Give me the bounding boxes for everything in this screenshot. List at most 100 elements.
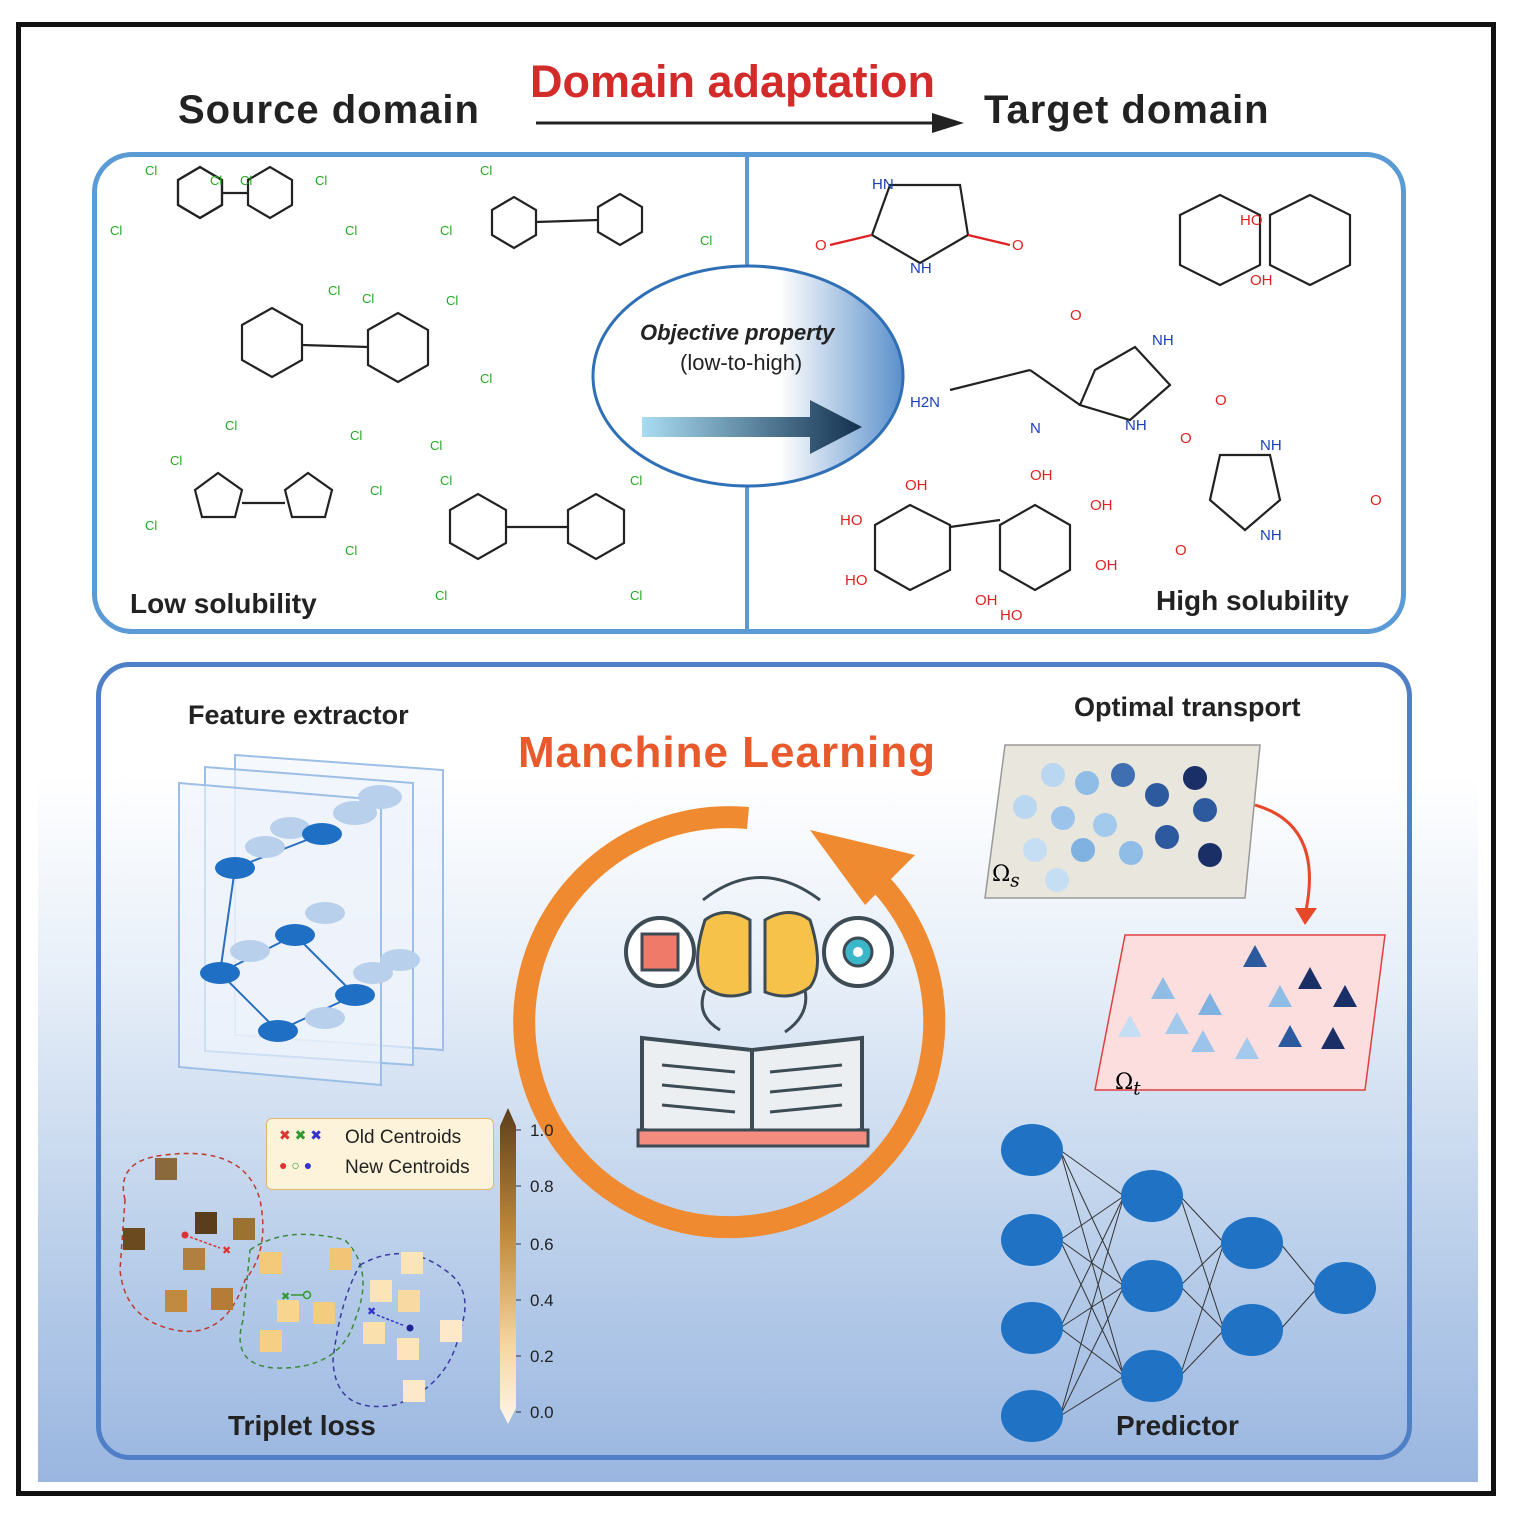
centroid-legend: ✖ ✖ ✖ Old Centroids ● ○ ● New Centroids xyxy=(266,1118,494,1190)
cl-atom: Cl xyxy=(370,483,382,498)
high-solubility-label: High solubility xyxy=(1156,585,1349,616)
atom-nh: NH xyxy=(1260,527,1282,544)
atom-hn: HN xyxy=(872,176,894,193)
atom-o: O xyxy=(1175,542,1187,559)
network-edge xyxy=(1059,1195,1125,1417)
feature-extractor-graphic xyxy=(178,753,444,1087)
colorbar-tick: 0.4 xyxy=(530,1291,554,1310)
atom-o: O xyxy=(815,237,827,254)
atom-ho: HO xyxy=(1240,212,1263,229)
network-edge xyxy=(1279,1287,1318,1331)
triplet-loss-label: Triplet loss xyxy=(228,1410,376,1441)
atom-nh: NH xyxy=(1152,332,1174,349)
svg-text:✖: ✖ xyxy=(367,1306,376,1318)
colorbar-tick: 0.2 xyxy=(530,1347,554,1366)
low-solubility-label: Low solubility xyxy=(130,588,317,619)
network-edge xyxy=(1179,1195,1225,1244)
svg-text:✖: ✖ xyxy=(222,1245,231,1257)
network-node xyxy=(1121,1260,1183,1312)
brain-right-icon xyxy=(763,911,819,998)
machine-learning-title: Manchine Learning xyxy=(518,728,936,777)
atom-n: N xyxy=(1030,420,1041,437)
network-edge xyxy=(1059,1285,1125,1417)
atom-oh: OH xyxy=(905,477,928,494)
cl-atom: Cl xyxy=(345,223,357,238)
legend-new: New Centroids xyxy=(345,1157,470,1178)
network-edge xyxy=(1059,1195,1125,1329)
brain-left-icon xyxy=(696,911,752,998)
source-domain-label: Source domain xyxy=(178,88,480,132)
cl-atom: Cl xyxy=(240,173,252,188)
triplet-clusters: ✖ ✖ ✖ xyxy=(119,1152,466,1408)
cl-atom: Cl xyxy=(446,293,458,308)
atom-h2n: H2N xyxy=(910,394,940,411)
atom-ho: HO xyxy=(845,572,868,589)
predictor-network xyxy=(1001,1124,1376,1442)
predictor-label: Predictor xyxy=(1116,1410,1239,1441)
network-node xyxy=(1121,1170,1183,1222)
atom-oh: OH xyxy=(1090,497,1113,514)
atom-o: O xyxy=(1215,392,1227,409)
svg-text:✖: ✖ xyxy=(281,1291,290,1303)
cl-atom: Cl xyxy=(630,473,642,488)
cl-atom: Cl xyxy=(435,588,447,603)
atom-oh: OH xyxy=(1250,272,1273,289)
atom-o: O xyxy=(1012,237,1024,254)
network-edge xyxy=(1179,1329,1225,1377)
ml-panel xyxy=(96,662,1412,1460)
atom-ho: HO xyxy=(1000,607,1023,624)
colorbar-tick: 0.6 xyxy=(530,1235,554,1254)
network-node xyxy=(1121,1350,1183,1402)
cl-atom: Cl xyxy=(110,223,122,238)
cl-atom: Cl xyxy=(700,233,712,248)
network-edge xyxy=(1179,1242,1225,1287)
atom-oh: OH xyxy=(975,592,998,609)
network-node xyxy=(1221,1217,1283,1269)
cl-atom: Cl xyxy=(345,543,357,558)
new-centroid-markers: ● ○ ● xyxy=(279,1157,313,1173)
cl-atom: Cl xyxy=(315,173,327,188)
domain-adaptation-title: Domain adaptation xyxy=(530,56,936,107)
cl-atom: Cl xyxy=(145,518,157,533)
cl-atom: Cl xyxy=(480,163,492,178)
low-to-high-arrow xyxy=(642,400,862,454)
cycle-arrow-ring xyxy=(513,806,946,1239)
network-edge xyxy=(1179,1242,1225,1377)
atom-nh: NH xyxy=(1260,437,1282,454)
objective-subtitle: (low-to-high) xyxy=(680,350,803,375)
network-edge xyxy=(1279,1242,1318,1289)
optimal-transport-label: Optimal transport xyxy=(1074,692,1301,722)
colorbar-tick: 1.0 xyxy=(530,1121,554,1140)
optimal-transport-graphic xyxy=(984,744,1386,1091)
legend-old: Old Centroids xyxy=(345,1127,462,1148)
network-node xyxy=(1221,1304,1283,1356)
omega-s-label: Ωs xyxy=(992,862,1020,892)
target-distribution-plane xyxy=(1094,934,1386,1091)
network-node xyxy=(1001,1302,1063,1354)
cl-atom: Cl xyxy=(362,291,374,306)
cl-atom: Cl xyxy=(630,588,642,603)
network-edge xyxy=(1059,1239,1125,1377)
atom-o: O xyxy=(1070,307,1082,324)
atom-oh: OH xyxy=(1095,557,1118,574)
network-node xyxy=(1314,1262,1376,1314)
network-node xyxy=(1001,1390,1063,1442)
objective-ellipse xyxy=(591,264,905,488)
atom-nh: NH xyxy=(1125,417,1147,434)
cl-atom: Cl xyxy=(440,223,452,238)
network-node xyxy=(1001,1124,1063,1176)
network-edge xyxy=(1179,1195,1225,1331)
feature-extractor-label: Feature extractor xyxy=(188,700,409,730)
cl-atom: Cl xyxy=(328,283,340,298)
ml-cycle xyxy=(513,806,946,1239)
cl-atom: Cl xyxy=(440,473,452,488)
gear-icon xyxy=(822,916,894,988)
colorbar-tick: 0.0 xyxy=(530,1403,554,1422)
atom-o: O xyxy=(1370,492,1382,509)
low-solubility-molecules: Cl Cl Cl Cl Cl Cl Cl Cl Cl Cl Cl Cl Cl C… xyxy=(110,163,712,603)
figure-frame xyxy=(16,22,1496,1496)
cl-atom: Cl xyxy=(350,428,362,443)
atom-o: O xyxy=(1180,430,1192,447)
network-edge xyxy=(1059,1149,1125,1197)
high-solubility-molecules: HN NH O O H2N N NH NH O O NH NH O O O OH… xyxy=(815,176,1382,624)
